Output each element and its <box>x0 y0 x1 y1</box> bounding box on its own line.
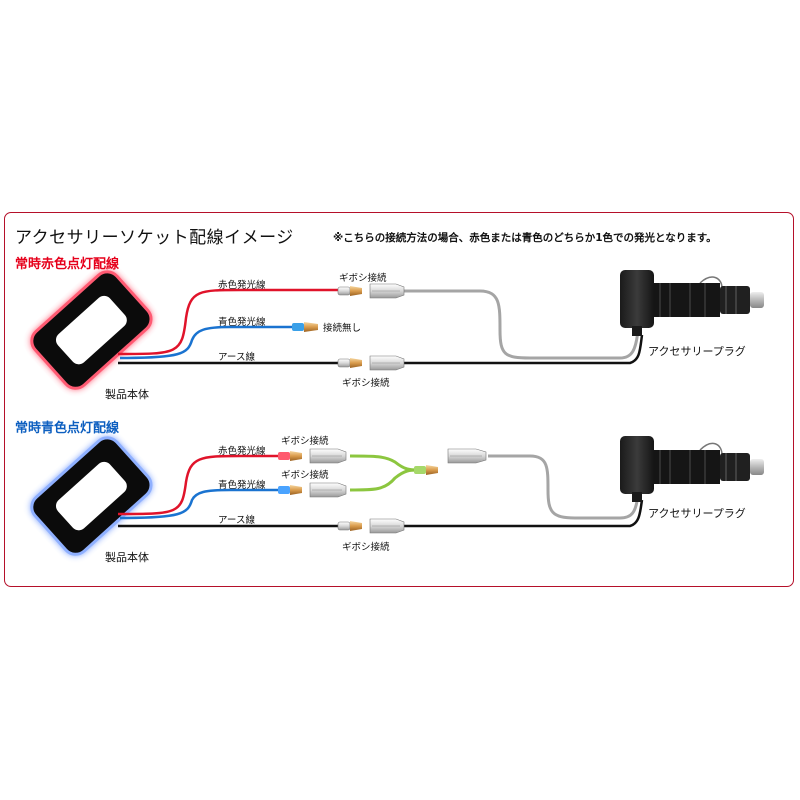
diagram-frame <box>4 212 794 587</box>
wire-red-2 <box>117 454 278 516</box>
wire-earth-1b <box>404 334 644 365</box>
label-plug-2: アクセサリープラグ <box>648 507 746 520</box>
accessory-plug-1 <box>620 270 764 336</box>
accessory-plug-2 <box>620 436 764 502</box>
diagram-title: アクセサリーソケット配線イメージ <box>15 228 294 248</box>
label-no-connection: 接続無し <box>323 323 362 334</box>
label-earth-wire-2: アース線 <box>218 515 255 526</box>
blue-terminal-unconnected <box>292 322 318 332</box>
section-red-wiring <box>30 270 764 390</box>
wire-blue-1 <box>119 325 292 360</box>
wire-green-2 <box>349 454 426 492</box>
label-red-wire-1: 赤色発光線 <box>218 280 266 291</box>
label-product-1: 製品本体 <box>105 388 149 401</box>
product-body-blue <box>30 436 153 556</box>
wire-blue-2 <box>119 488 278 520</box>
wire-earth-2b <box>404 499 644 528</box>
diagram-note: ※こちらの接続方法の場合、赤色または青色のどちらか1色での発光となります。 <box>333 232 717 244</box>
wire-red-1 <box>117 288 338 356</box>
gibosi-connector-top-1 <box>337 283 405 299</box>
gibosi-connector-blue-2 <box>278 482 347 498</box>
label-gibosi-top-1: ギボシ接続 <box>339 273 387 284</box>
section-blue-wiring <box>30 436 764 556</box>
label-gibosi-bottom-1: ギボシ接続 <box>342 378 390 389</box>
gibosi-connector-junction-2 <box>414 448 487 475</box>
label-product-2: 製品本体 <box>105 551 149 564</box>
label-gibosi-red-2: ギボシ接続 <box>281 436 329 447</box>
label-gibosi-bottom-2: ギボシ接続 <box>342 542 390 553</box>
label-blue-wire-1: 青色発光線 <box>218 317 266 328</box>
wire-gray-2 <box>488 454 640 520</box>
product-body-red <box>30 270 153 390</box>
wire-gray-1 <box>404 289 640 360</box>
label-gibosi-blue-2: ギボシ接続 <box>281 470 329 481</box>
gibosi-connector-bottom-2 <box>337 518 405 534</box>
gibosi-connector-bottom-1 <box>337 355 405 371</box>
label-earth-wire-1: アース線 <box>218 352 255 363</box>
gibosi-connector-red-2 <box>278 448 347 464</box>
label-blue-wire-2: 青色発光線 <box>218 480 266 491</box>
label-red-wire-2: 赤色発光線 <box>218 446 266 457</box>
section-heading-red: 常時赤色点灯配線 <box>15 257 120 272</box>
section-heading-blue: 常時青色点灯配線 <box>15 421 120 436</box>
label-plug-1: アクセサリープラグ <box>648 345 746 358</box>
